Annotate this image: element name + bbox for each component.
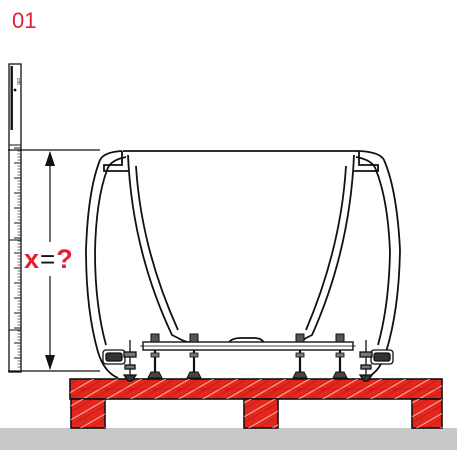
ruler-rivet [13,88,17,92]
ruler-unit-label: cm [15,78,21,85]
ruler-tick-marks [14,147,21,368]
side-bracket-left [102,340,138,382]
adjustable-foot [186,333,202,379]
folding-ruler: cm [8,63,22,373]
dimension-arrow-bottom [45,355,55,370]
measurement-equals: = [40,244,56,274]
floor [0,428,457,450]
wooden-pallet [69,378,443,429]
measurement-unknown: ? [56,244,73,274]
adjustable-foot [332,333,348,379]
adjustable-foot [292,333,308,379]
adjustable-foot [147,333,163,379]
step-number: 01 [12,8,37,33]
adjustable-feet [147,333,348,379]
measurement-variable: x [24,244,40,274]
dimension-arrow-top [45,151,55,166]
support-frame [140,341,356,351]
measurement-label: x=? [23,242,74,276]
side-bracket-right [358,340,394,382]
